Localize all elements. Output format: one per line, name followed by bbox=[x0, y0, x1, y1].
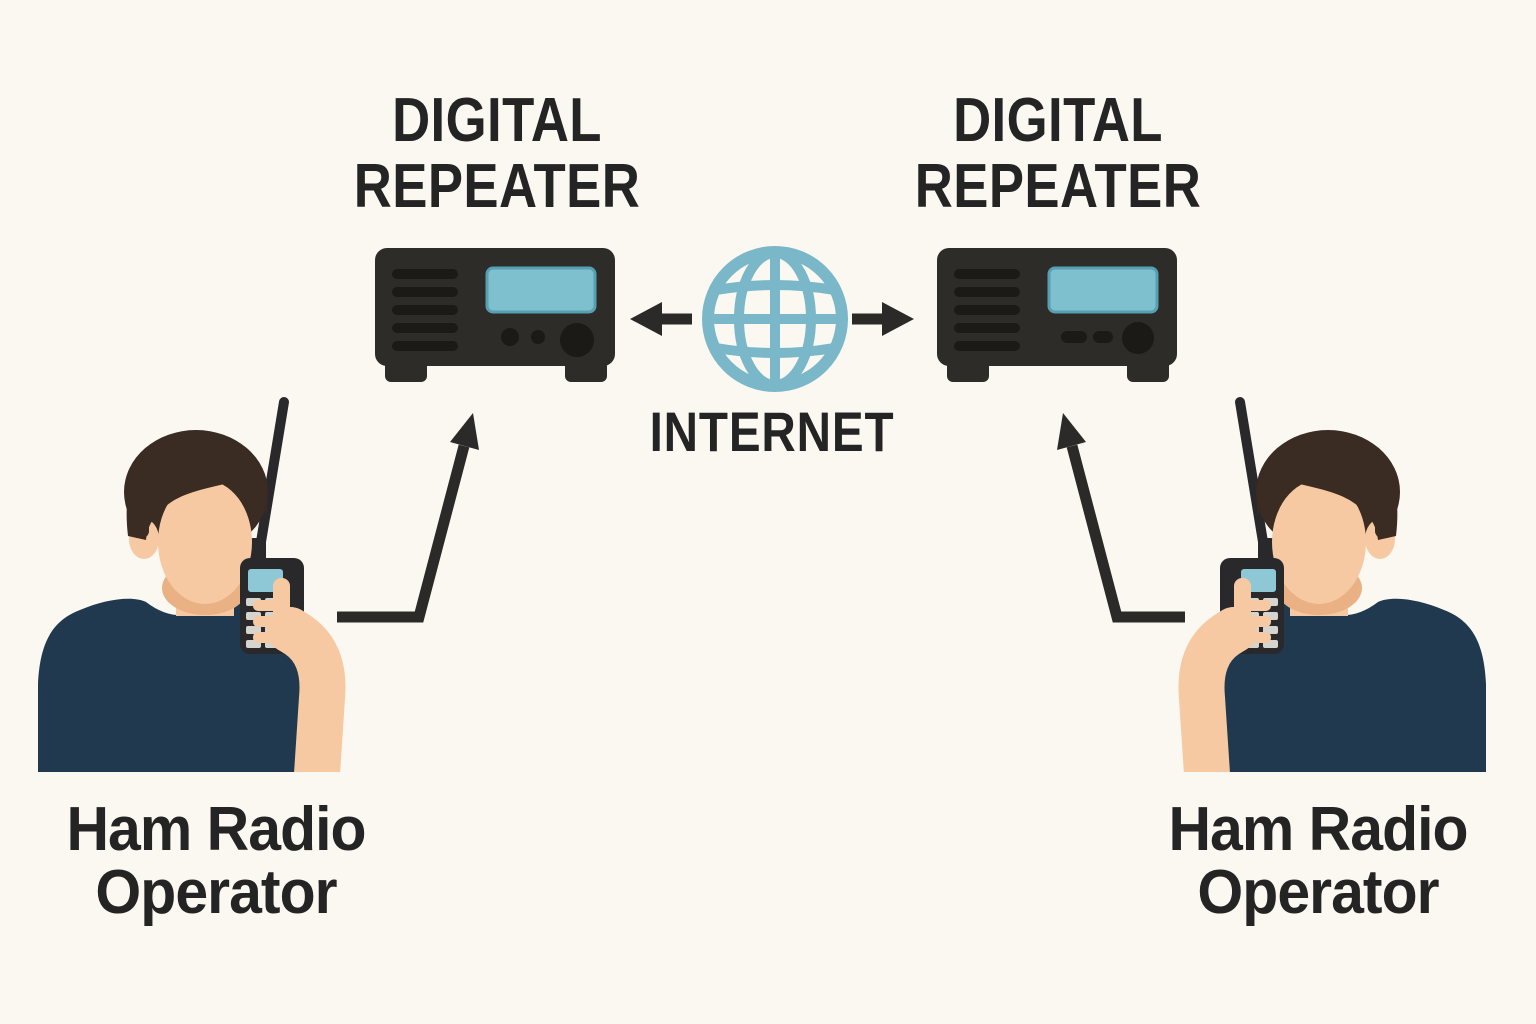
person-with-handheld-radio-icon bbox=[1190, 402, 1486, 772]
device-knob bbox=[1122, 322, 1154, 354]
internet-label-text: INTERNET bbox=[649, 400, 895, 463]
right-operator-label-line1: Ham Radio bbox=[1168, 795, 1468, 864]
person-with-handheld-radio-icon bbox=[38, 402, 334, 772]
internet-label: INTERNET bbox=[572, 404, 972, 460]
device-display-screen bbox=[1047, 266, 1159, 314]
right-repeater-label-line1: DIGITAL bbox=[953, 86, 1163, 155]
device-knob bbox=[560, 323, 594, 357]
device-button bbox=[1093, 331, 1113, 343]
left-repeater-label-line2: REPEATER bbox=[353, 152, 641, 221]
left-repeater-label-line1: DIGITAL bbox=[392, 86, 602, 155]
device-vents bbox=[392, 269, 458, 351]
right-repeater-label-line2: REPEATER bbox=[914, 152, 1202, 221]
left-repeater-device-icon bbox=[375, 248, 615, 382]
right-operator-to-repeater-arrow bbox=[1057, 413, 1185, 623]
device-display-screen bbox=[485, 266, 597, 314]
left-operator-to-repeater-arrow bbox=[337, 413, 479, 623]
right-operator-illustration bbox=[1172, 392, 1492, 772]
left-operator-label-line1: Ham Radio bbox=[66, 795, 366, 864]
left-operator-illustration bbox=[32, 392, 352, 772]
right-operator-label: Ham Radio Operator bbox=[1118, 798, 1518, 924]
internet-to-left-repeater-arrow bbox=[630, 302, 692, 336]
device-button bbox=[1061, 331, 1087, 343]
globe-icon bbox=[702, 246, 848, 392]
internet-to-right-repeater-arrow bbox=[852, 302, 914, 336]
right-operator-label-line2: Operator bbox=[1197, 858, 1439, 927]
device-vents bbox=[954, 269, 1020, 351]
right-repeater-device-icon bbox=[937, 248, 1177, 382]
right-repeater-label: DIGITAL REPEATER bbox=[838, 88, 1278, 220]
left-operator-label: Ham Radio Operator bbox=[16, 798, 416, 924]
left-operator-label-line2: Operator bbox=[95, 858, 337, 927]
left-repeater-label: DIGITAL REPEATER bbox=[277, 88, 717, 220]
device-button bbox=[501, 328, 519, 346]
device-button bbox=[531, 330, 545, 344]
